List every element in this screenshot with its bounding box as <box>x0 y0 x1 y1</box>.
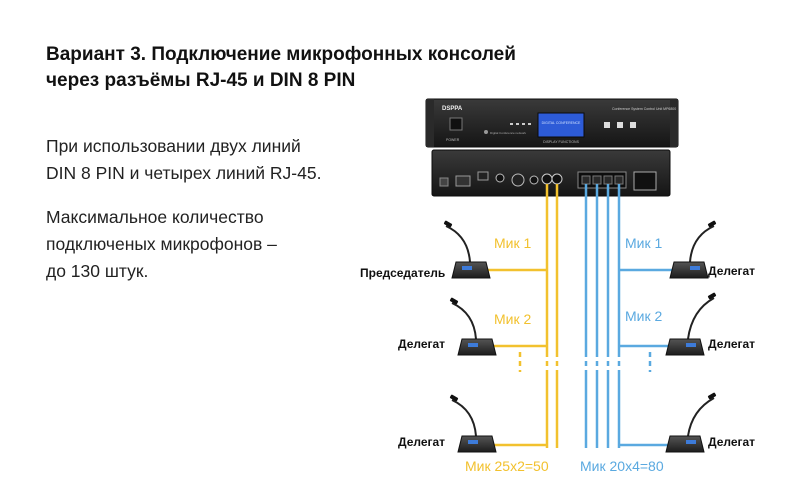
console-role-label: Делегат <box>708 435 755 449</box>
desc-p1-line1: При использовании двух линий <box>46 136 301 156</box>
gooseneck-microphone-icon <box>665 292 717 356</box>
desc-p2-line2: подключеных микрофонов – <box>46 234 277 254</box>
console-role-label: Делегат <box>708 264 755 278</box>
diagram-title: Вариант 3. Подключение микрофонных консо… <box>46 42 516 94</box>
left-mic2-label: Мик 2 <box>494 311 531 327</box>
rca-out <box>529 175 539 185</box>
front-buttons <box>604 122 636 128</box>
rj45-port-1 <box>581 175 591 185</box>
xlr-out <box>511 173 525 187</box>
din-lines <box>481 184 559 448</box>
right-mic1-label: Мик 1 <box>625 235 662 251</box>
din-port-1 <box>541 173 553 185</box>
right-total-label: Мик 20x4=80 <box>580 458 664 474</box>
front-button-3[interactable] <box>630 122 636 128</box>
gooseneck-microphone-icon <box>443 220 491 279</box>
left-mic1-label: Мик 1 <box>494 235 531 251</box>
description-paragraph-1: При использовании двух линий DIN 8 PIN и… <box>46 133 321 187</box>
rj45-port-3 <box>603 175 613 185</box>
gooseneck-microphone-icon <box>665 392 717 453</box>
rj45-port-2 <box>592 175 602 185</box>
model-label: Conference System Control Unit MP6800 <box>612 107 676 111</box>
power-socket <box>633 171 657 191</box>
console-role-label: Председатель <box>360 266 445 280</box>
audio-jack <box>495 173 505 183</box>
lcd-text: DIGITAL CONFERENCE <box>542 121 581 125</box>
left-total-label: Мик 25x2=50 <box>465 458 549 474</box>
digital-network-label: Digital Conference network <box>490 131 527 135</box>
rj45-lines <box>584 184 682 448</box>
power-button[interactable] <box>449 117 463 131</box>
front-button-2[interactable] <box>617 122 623 128</box>
desc-p1-line2: DIN 8 PIN и четырех линий RJ-45. <box>46 163 322 183</box>
console-role-label: Делегат <box>398 337 445 351</box>
title-line-2: через разъёмы RJ-45 и DIN 8 PIN <box>46 70 356 91</box>
title-line-1: Вариант 3. Подключение микрофонных консо… <box>46 44 516 65</box>
display-functions-label: DISPLAY FUNCTIONS <box>543 140 580 144</box>
status-leds <box>510 123 531 125</box>
desc-p2-line3: до 130 штук. <box>46 261 149 281</box>
power-label: POWER <box>446 138 460 142</box>
ground-terminal <box>439 177 449 187</box>
lcd-display <box>537 112 585 138</box>
description-paragraph-2: Максимальное количество подключеных микр… <box>46 204 277 285</box>
din-port-2 <box>551 173 563 185</box>
desc-p2-line1: Максимальное количество <box>46 207 264 227</box>
usb-port <box>477 171 489 181</box>
gooseneck-microphone-icon <box>449 297 497 356</box>
front-button-1[interactable] <box>604 122 610 128</box>
rs232-port <box>455 175 471 187</box>
control-unit-front: DSPPA POWER Digital Conference network D… <box>425 98 679 148</box>
gooseneck-microphone-icon <box>449 394 497 453</box>
rj45-port-4 <box>614 175 624 185</box>
gooseneck-microphone-icon <box>669 220 717 279</box>
device-brand: DSPPA <box>442 106 463 112</box>
right-mic2-label: Мик 2 <box>625 308 662 324</box>
console-role-label: Делегат <box>708 337 755 351</box>
network-icon <box>484 130 488 134</box>
control-unit-rear <box>431 149 671 197</box>
console-role-label: Делегат <box>398 435 445 449</box>
